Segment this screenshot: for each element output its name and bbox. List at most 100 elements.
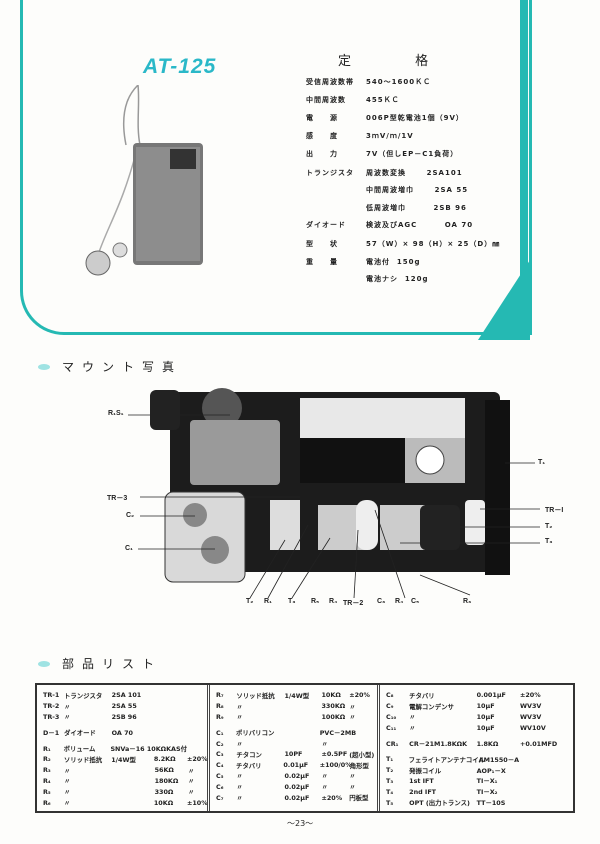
spec-title: 定 格: [338, 54, 459, 69]
label-bottom-t2: T₂: [246, 598, 254, 605]
part-value: ±100/0%: [319, 761, 352, 770]
part-value: WV10V: [519, 723, 546, 732]
part-name: 〃: [63, 788, 71, 797]
part-spec: 10PF: [284, 750, 303, 759]
spec-card-frame: [20, 0, 532, 335]
part-name: 〃: [63, 799, 71, 808]
part-note: ±20%: [349, 691, 370, 700]
parts-row: C₂〃〃: [210, 738, 377, 749]
part-ref: C₅: [216, 771, 224, 780]
spec-value: 低周波増巾 2SB 96: [366, 204, 467, 212]
part-ref: T₃: [386, 776, 394, 785]
part-name: チタバリ: [409, 691, 435, 700]
part-ref: C₇: [216, 793, 224, 802]
part-value: 8.2KΩ: [153, 755, 176, 764]
part-ref: T₂: [386, 766, 394, 775]
part-spec: 1/4W型: [111, 755, 136, 764]
parts-row: R₈〃330KΩ〃: [210, 701, 377, 712]
part-value: WV3V: [519, 712, 542, 721]
part-value: PVC－2MB: [319, 729, 357, 738]
label-bottom-c3: C₃: [377, 598, 386, 605]
spec-value: 検波及びAGC OA 70: [366, 221, 474, 229]
part-name: 〃: [236, 783, 243, 792]
part-name: 〃: [236, 702, 243, 711]
part-spec: 0.02μF: [284, 771, 310, 780]
parts-row: R₂ ソリッド抵抗 1/4W型 8.2KΩ ±20%: [37, 754, 208, 765]
spec-value: 3ｍV/ｍ/1V: [366, 132, 414, 140]
part-note: ±20%: [187, 755, 208, 764]
part-name: 〃: [409, 713, 416, 722]
part-name: 〃: [63, 766, 71, 775]
part-ref: R₅: [43, 787, 51, 796]
parts-row: C₇〃0.02μF±20%円板型: [210, 792, 377, 803]
part-note: 〃: [187, 766, 195, 775]
part-ref: CR₁: [386, 739, 399, 748]
label-bottom-r4b: R₄: [395, 598, 404, 605]
spec-value: 7V（但しEP－C1負荷）: [366, 150, 459, 158]
parts-row: R₅〃330Ω〃: [37, 786, 207, 797]
part-value: ±0.5PF: [321, 750, 348, 759]
part-ref: C₃: [216, 750, 224, 759]
part-ref: TR-2: [43, 702, 60, 711]
part-spec: TI－X₂: [476, 788, 498, 797]
label-bottom-r3: R₃: [463, 598, 472, 605]
part-ref: R₄: [43, 776, 51, 785]
spec-value: 006P型乾電池1個（9V）: [366, 114, 464, 122]
part-ref: T₁: [386, 755, 394, 764]
part-note: 角形型: [349, 761, 369, 770]
part-spec: 0.02μF: [284, 793, 310, 802]
part-ref: R₁: [43, 744, 51, 753]
part-value: 100KΩ: [321, 712, 346, 721]
part-spec: AM1550－A: [478, 755, 520, 764]
part-ref: R₉: [216, 712, 224, 721]
label-bottom-r5: R₅: [311, 598, 320, 605]
part-name: 〃: [409, 724, 416, 733]
section-parts-heading: 部品リスト: [62, 657, 163, 671]
page-number: ～23～: [287, 819, 314, 828]
parts-row: R₆〃10KΩ±10%: [37, 797, 208, 808]
part-ref: R₆: [43, 798, 51, 807]
part-name: フェライトアンテナコイル: [408, 755, 486, 764]
part-name: 〃: [236, 794, 243, 803]
part-ref: R₃: [43, 766, 51, 775]
part-name: 〃: [63, 713, 71, 722]
part-ref: C₉: [386, 702, 394, 711]
part-value: 〃: [321, 772, 328, 781]
part-spec: OA 70: [111, 728, 133, 737]
part-name: チタバリ: [236, 761, 262, 770]
part-value: 10KΩ: [321, 691, 341, 700]
part-spec: 1/4W型: [284, 691, 310, 700]
part-value: WV3V: [519, 702, 542, 711]
part-ref: C₂: [216, 739, 224, 748]
part-ref: R₂: [43, 755, 51, 764]
model-title: AT-125: [143, 55, 217, 78]
part-note: ±10%: [187, 798, 208, 807]
part-name: ソリッド抵抗: [63, 755, 103, 764]
part-ref: R₇: [216, 691, 224, 700]
part-note: 〃: [187, 777, 195, 786]
part-ref: D－1: [43, 729, 60, 738]
spec-value: 中間周波増巾 2SA 55: [366, 186, 469, 194]
part-ref: C₄: [216, 761, 224, 770]
part-value: 330Ω: [154, 787, 174, 796]
part-value: ±20%: [321, 793, 343, 802]
label-bottom-t3: T₃: [288, 598, 296, 605]
part-ref: T₅: [386, 798, 394, 807]
radio-photo: [85, 85, 203, 276]
parts-row: R₉〃100KΩ〃: [210, 712, 377, 723]
part-spec: TT－10S: [476, 799, 506, 808]
mount-photo: [128, 388, 540, 599]
label-bottom-r4: R₄: [329, 598, 338, 605]
spec-value: 周波数変換 2SA101: [366, 169, 463, 177]
part-name: トランジスタ: [63, 691, 103, 700]
part-ref: T₄: [386, 787, 394, 796]
part-ref: C₁₀: [386, 712, 397, 721]
